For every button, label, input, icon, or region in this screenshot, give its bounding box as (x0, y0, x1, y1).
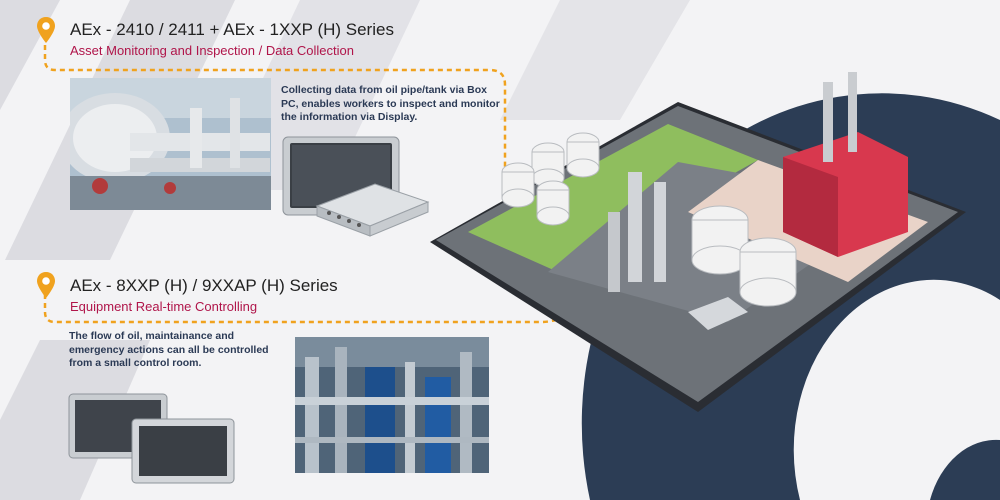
section1-description-line: the information via Display. (281, 111, 418, 123)
section2-description-line: emergency actions can all be controlled (69, 343, 269, 356)
oil-refinery-illustration (430, 72, 966, 412)
section2-description: The flow of oil, maintainance and emerge… (69, 330, 299, 371)
section1-description-line: Collecting data from oil pipe/tank via B… (281, 84, 487, 96)
section1-description: Collecting data from oil pipe/tank via B… (281, 84, 521, 125)
section1-subtitle: Asset Monitoring and Inspection / Data C… (70, 43, 354, 58)
section2-description-line: from a small control room. (69, 357, 202, 369)
box-pc-icon (315, 183, 430, 237)
section2-subtitle: Equipment Real-time Controlling (70, 299, 258, 314)
pipeline-photo (70, 78, 271, 210)
map-pin-icon (37, 272, 55, 298)
section1-title: AEx - 2410 / 2411 + AEx - 1XXP (H) Serie… (70, 20, 394, 39)
section1-description-line: PC, enables workers to inspect and monit… (281, 97, 500, 110)
control-room-photo (295, 337, 489, 473)
map-pin-icon (37, 17, 55, 43)
panel-pc-icon (131, 418, 235, 484)
section2-description-line: The flow of oil, maintainance and (69, 330, 235, 342)
section2-title: AEx - 8XXP (H) / 9XXAP (H) Series (70, 276, 338, 295)
